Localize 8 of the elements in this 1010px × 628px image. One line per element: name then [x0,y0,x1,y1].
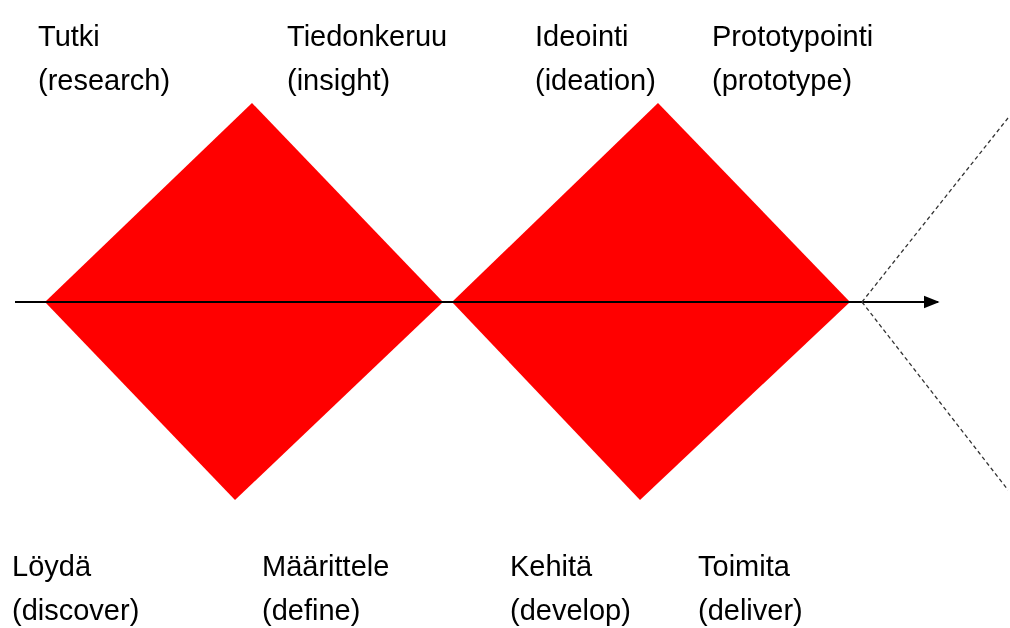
phase-label: Kehitä (develop) [510,549,631,628]
phase-label: Määrittele (define) [262,549,390,628]
phase-label: Tutki (research) [38,19,171,98]
phase-label: Prototypointi (prototype) [712,19,874,98]
phase-label: Ideointi (ideation) [535,19,656,98]
phase-label: Tiedonkeruu (insight) [287,19,448,98]
phase-label: Löydä (discover) [12,549,140,628]
phase-label: Toimita (deliver) [698,549,803,628]
